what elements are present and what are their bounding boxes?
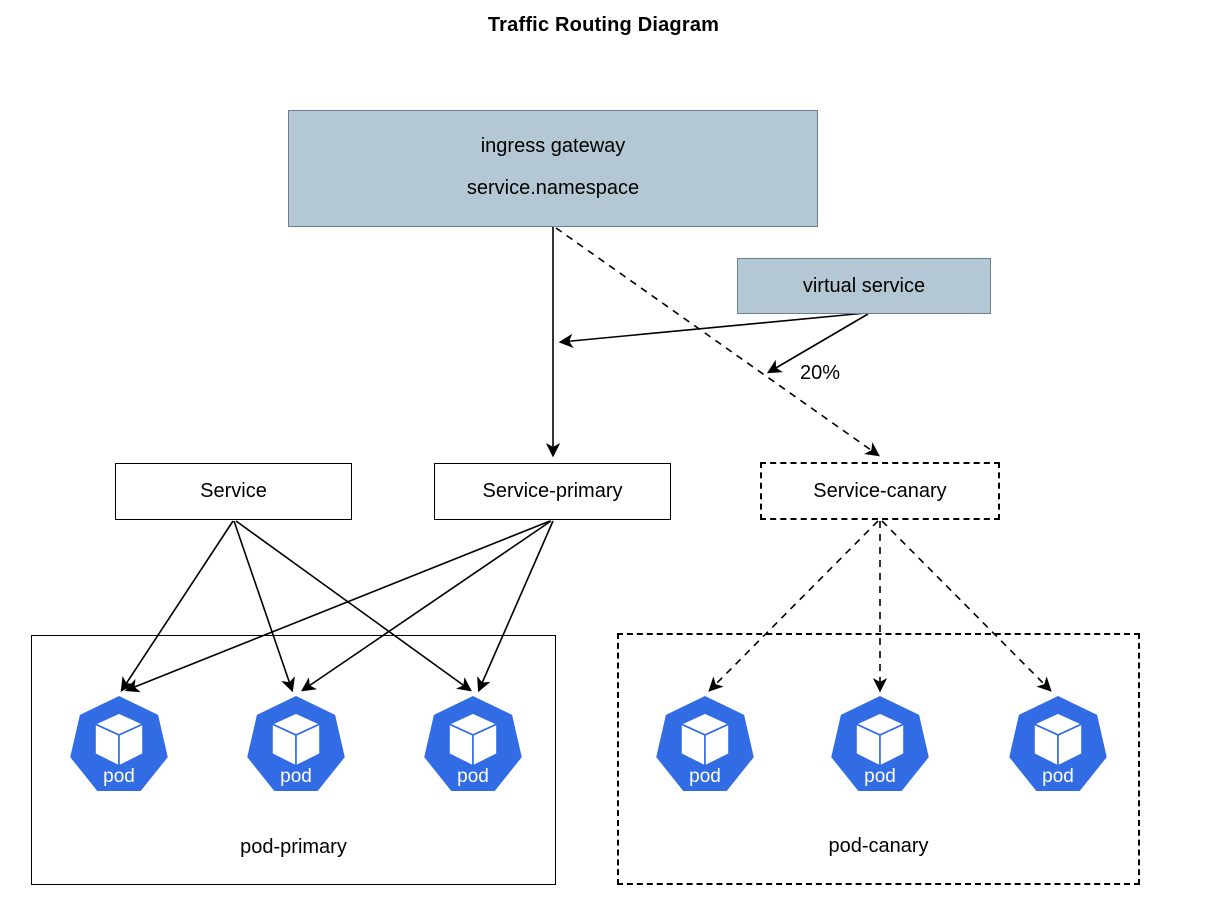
- container-cube-icon: [680, 712, 730, 767]
- edge-virtual-service-to-primary-route: [558, 312, 867, 349]
- page-title: Traffic Routing Diagram: [487, 14, 720, 36]
- container-cube-icon: [1033, 712, 1083, 767]
- pod-icon[interactable]: pod: [66, 696, 172, 800]
- pod-icon[interactable]: pod: [827, 696, 933, 800]
- pod-icon[interactable]: pod: [420, 696, 526, 800]
- node-service-canary[interactable]: Service-canary: [760, 462, 1000, 520]
- virtual-service-label: virtual service: [802, 274, 926, 297]
- node-service-primary[interactable]: Service-primary: [434, 463, 671, 520]
- ingress-gateway-title: ingress gateway: [480, 134, 626, 157]
- service-label: Service: [200, 480, 267, 502]
- pod-label: pod: [280, 766, 312, 787]
- group-pod-primary: pod-primary: [31, 635, 556, 885]
- container-cube-icon: [94, 712, 144, 767]
- pod-icon[interactable]: pod: [652, 696, 758, 800]
- container-cube-icon: [855, 712, 905, 767]
- node-virtual-service[interactable]: virtual service: [737, 258, 991, 314]
- group-pod-primary-label: pod-primary: [240, 836, 347, 858]
- pod-label: pod: [103, 766, 135, 787]
- node-service[interactable]: Service: [115, 463, 352, 520]
- group-pod-canary: pod-canary: [617, 633, 1140, 885]
- pod-label: pod: [864, 766, 896, 787]
- container-cube-icon: [448, 712, 498, 767]
- service-primary-label: Service-primary: [482, 480, 623, 502]
- pod-label: pod: [1042, 766, 1074, 787]
- traffic-split-label: 20%: [800, 362, 841, 384]
- group-pod-canary-label: pod-canary: [828, 835, 929, 857]
- node-ingress-gateway[interactable]: ingress gateway service.namespace: [288, 110, 818, 227]
- pod-label: pod: [689, 766, 721, 787]
- pod-icon[interactable]: pod: [1005, 696, 1111, 800]
- pod-icon[interactable]: pod: [243, 696, 349, 800]
- pod-label: pod: [457, 766, 489, 787]
- service-canary-label: Service-canary: [813, 479, 947, 502]
- ingress-gateway-subtitle: service.namespace: [466, 177, 640, 200]
- container-cube-icon: [271, 712, 321, 767]
